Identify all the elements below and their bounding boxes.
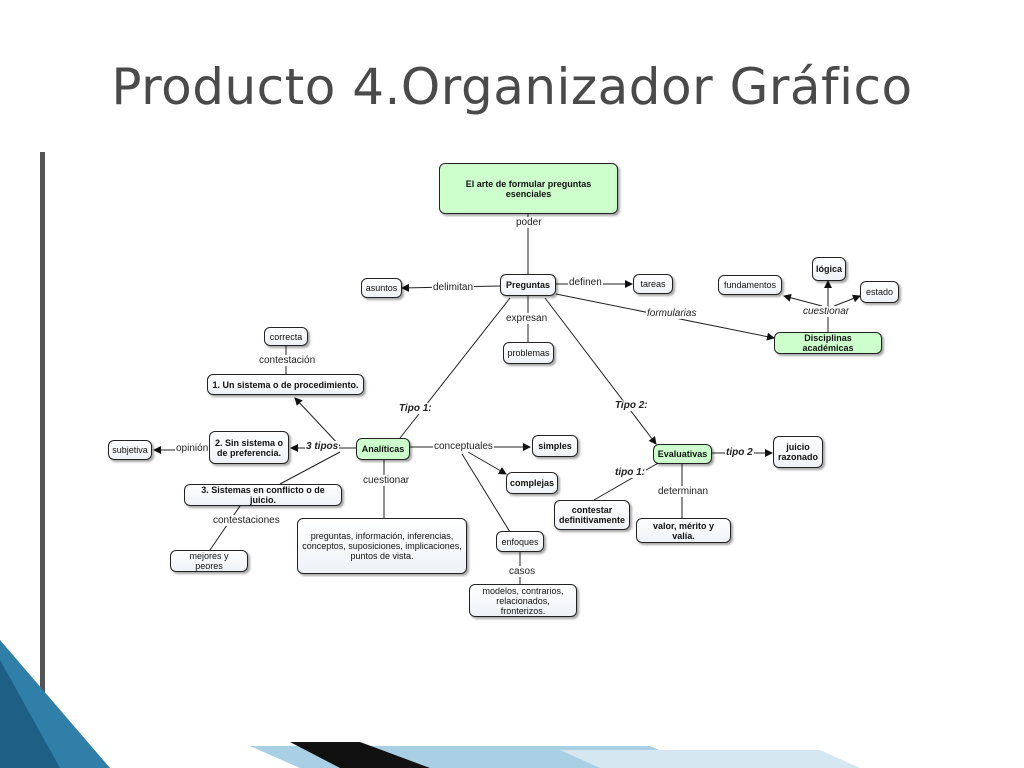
node-modelos[interactable]: modelos, contrarios, relacionados, front… (469, 584, 577, 617)
node-root-concept[interactable]: El arte de formular preguntas esenciales (439, 163, 618, 214)
link-label-poder: poder (515, 217, 543, 228)
link-label-3-tipos: 3 tipos (305, 441, 340, 452)
node-asuntos[interactable]: asuntos (361, 278, 402, 298)
node-correcta[interactable]: correcta (264, 327, 308, 346)
slide-title: Producto 4.Organizador Gráfico (111, 58, 913, 116)
node-subjetiva[interactable]: subjetiva (108, 440, 152, 460)
node-evaluativas[interactable]: Evaluativas (653, 444, 712, 464)
node-complejas[interactable]: complejas (506, 472, 558, 494)
link-label-expresan: expresan (505, 313, 549, 324)
link-label-cuestionar-top: cuestionar (802, 306, 851, 317)
node-valor-merito[interactable]: valor, mérito y valía. (636, 518, 731, 543)
link-label-definen: definen (568, 277, 603, 288)
link-label-tipo-1: Tipo 1: (398, 403, 433, 414)
node-sistemas-conflicto[interactable]: 3. Sistemas en conflicto o de juicio. (184, 484, 342, 506)
node-fundamentos[interactable]: fundamentos (718, 275, 782, 295)
link-label-cuestionar: cuestionar (362, 475, 411, 486)
node-enfoques[interactable]: enfoques (496, 531, 544, 552)
node-juicio-razonado[interactable]: juicio razonado (773, 436, 823, 468)
node-estado[interactable]: estado (860, 281, 899, 303)
link-label-contestacion: contestación (258, 355, 317, 366)
node-sin-sistema[interactable]: 2. Sin sistema o de preferencia. (209, 431, 289, 464)
link-label-tipo-2: Tipo 2: (614, 400, 649, 411)
left-border-rule (40, 152, 45, 746)
node-problemas[interactable]: problemas (503, 342, 554, 364)
link-label-tipo-1-small: tipo 1: (614, 467, 646, 478)
node-contestar-definitivamente[interactable]: contestar definitivamente (554, 500, 630, 530)
node-preguntas[interactable]: Preguntas (500, 274, 556, 296)
node-preguntas-informacion[interactable]: preguntas, información, inferencias, con… (297, 518, 467, 574)
link-label-determinan: determinan (657, 486, 710, 497)
link-label-formularias: formularias (646, 308, 698, 319)
link-label-contestaciones: contestaciones (212, 515, 281, 526)
link-label-opinion: opinión (175, 443, 210, 454)
node-disciplinas-academicas[interactable]: Disciplinas académicas (774, 332, 882, 354)
node-tareas[interactable]: tareas (633, 274, 673, 294)
node-mejores-y-peores[interactable]: mejores y peores (170, 550, 248, 572)
link-label-tipo-2-small: tipo 2 (725, 447, 754, 458)
link-label-delimitan: delimitan (432, 282, 475, 293)
node-sistema-procedimiento[interactable]: 1. Un sistema o de procedimiento. (207, 374, 364, 395)
link-label-casos: casos (508, 566, 537, 577)
node-simples[interactable]: simples (532, 435, 578, 457)
link-label-conceptuales: conceptuales (433, 441, 494, 452)
node-analiticas[interactable]: Analíticas (356, 438, 410, 460)
node-logica[interactable]: lógica (812, 257, 846, 281)
